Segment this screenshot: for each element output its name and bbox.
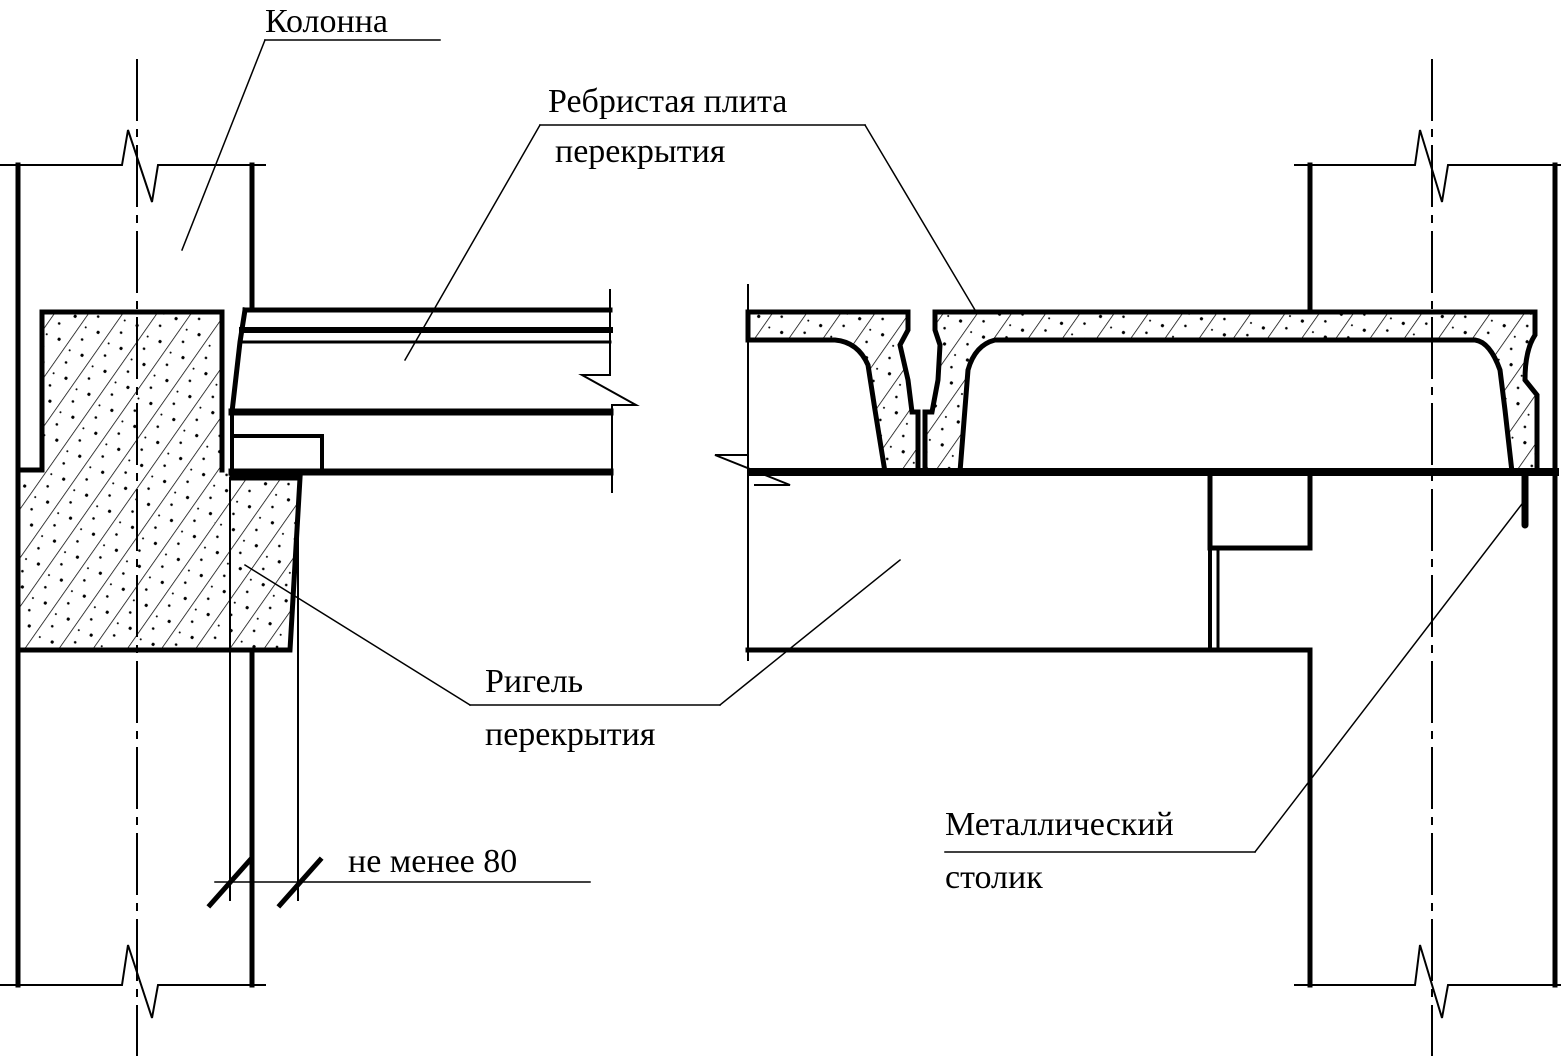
label-girder: Ригель	[485, 663, 583, 700]
label-ribbed-slab: Ребристая плита	[548, 83, 787, 120]
label-column: Колонна	[265, 3, 388, 40]
girder-section-left	[15, 309, 303, 901]
label-metal-bracket: Металлический	[945, 806, 1174, 843]
label-metal-bracket-2: столик	[945, 859, 1043, 896]
label-ribbed-slab-2: перекрытия	[555, 133, 726, 170]
slab-left	[228, 289, 640, 493]
break-line-top	[0, 129, 266, 203]
girder-right	[745, 468, 1559, 653]
break-line	[578, 289, 640, 493]
ribbed-slab-right	[714, 284, 1540, 661]
leader-lines	[181, 39, 1527, 909]
break-line-bottom	[0, 944, 266, 1019]
break-line-bottom	[1294, 944, 1561, 1019]
break-line-top	[1294, 129, 1561, 203]
right-column	[1294, 59, 1561, 1056]
label-min-dimension: не менее 80	[348, 843, 517, 880]
label-girder-2: перекрытия	[485, 716, 656, 753]
